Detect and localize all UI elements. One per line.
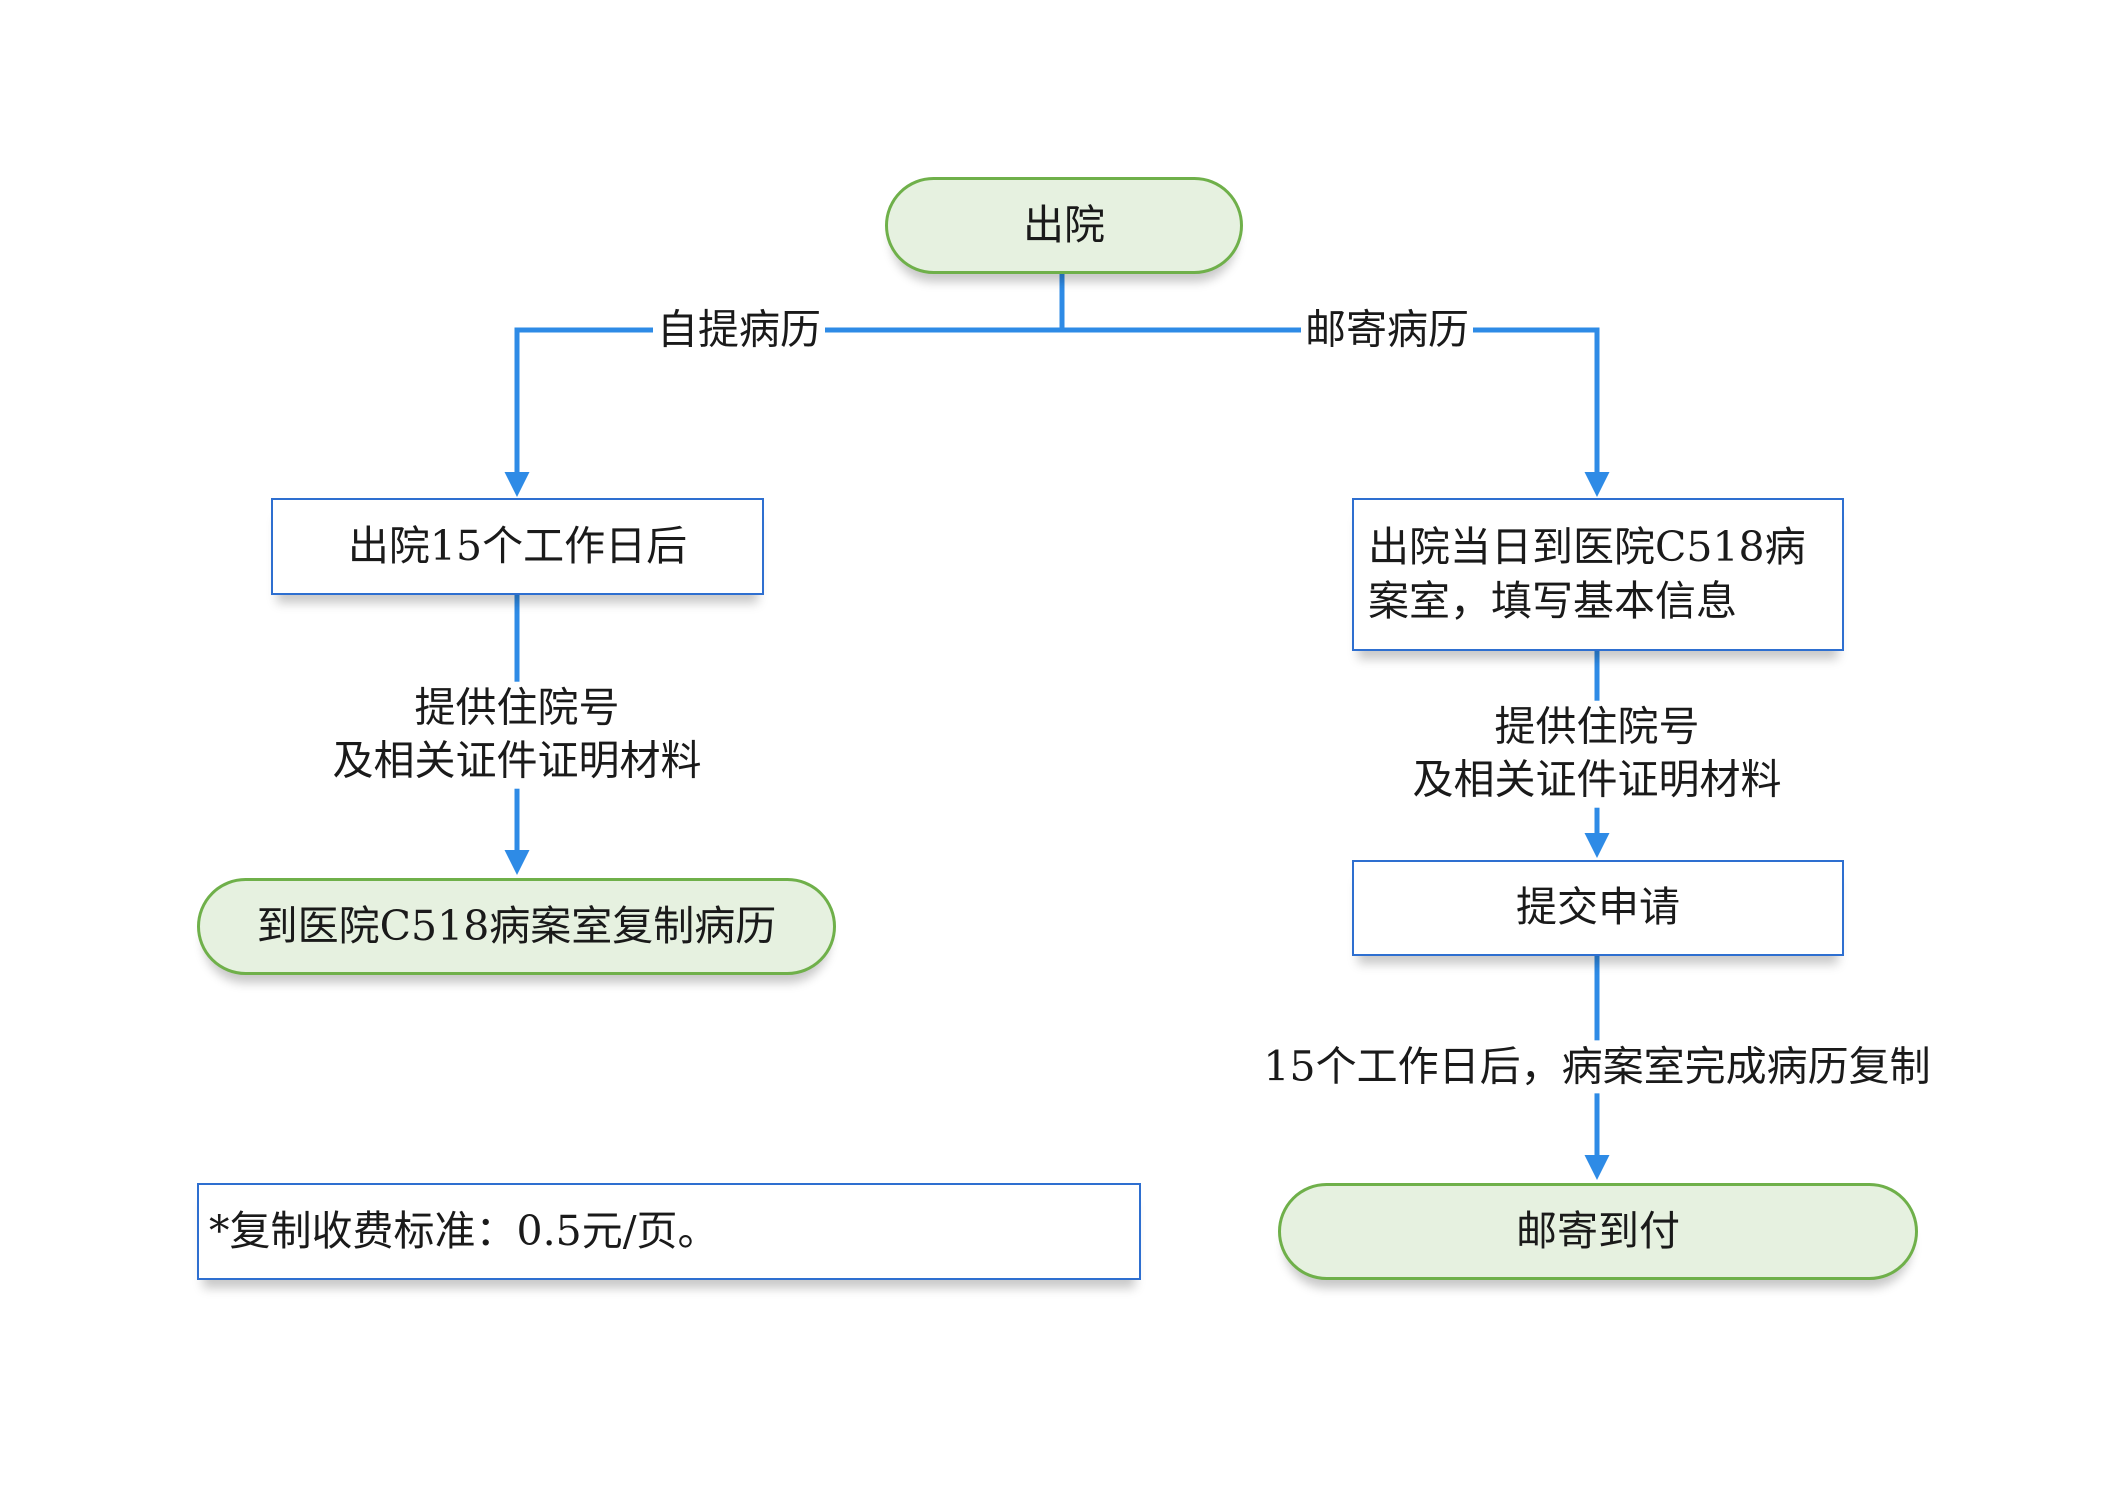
node-go-copy: 到医院C518病案室复制病历: [197, 878, 836, 975]
edge-mail: [1062, 327, 1610, 497]
node-after-15-days: 出院15个工作日后: [271, 498, 764, 595]
edge-label-self-pickup-text: 自提病历: [657, 305, 821, 354]
node-go-copy-label: 到医院C518病案室复制病历: [256, 901, 777, 950]
edge-label-provide-docs-right: 提供住院号 及相关证件证明材料: [1408, 700, 1786, 808]
edge-label-provide-docs-left: 提供住院号 及相关证件证明材料: [328, 681, 706, 789]
edge-label-provide-docs-right-line-1: 提供住院号: [1494, 702, 1700, 751]
fee-note: *复制收费标准：0.5元/页。: [197, 1183, 1141, 1280]
edge-label-provide-docs-right-line-2: 及相关证件证明材料: [1412, 756, 1782, 804]
edge-label-after-15-days-done: 15个工作日后，病案室完成病历复制: [1259, 1040, 1935, 1094]
node-register: 出院当日到医院C518病 案室，填写基本信息: [1352, 498, 1844, 651]
node-after-15-days-label: 出院15个工作日后: [347, 521, 688, 570]
node-submit: 提交申请: [1352, 860, 1844, 956]
node-cod-mail-label: 邮寄到付: [1516, 1206, 1680, 1255]
node-submit-label: 提交申请: [1516, 883, 1680, 932]
node-discharge: 出院: [885, 177, 1243, 274]
edge-self-pickup: [504, 327, 1062, 497]
node-cod-mail: 邮寄到付: [1278, 1183, 1918, 1280]
node-register-label: 出院当日到医院C518病 案室，填写基本信息: [1368, 521, 1806, 628]
node-register-line-1: 出院当日到医院C518病: [1368, 523, 1806, 572]
edge-label-after-15-days-done-text: 15个工作日后，病案室完成病历复制: [1263, 1042, 1931, 1091]
fee-note-text: *复制收费标准：0.5元/页。: [209, 1206, 719, 1255]
edge-label-provide-docs-left-line-1: 提供住院号: [414, 683, 620, 732]
edge-label-mail: 邮寄病历: [1301, 303, 1473, 357]
edge-label-provide-docs-left-line-2: 及相关证件证明材料: [332, 737, 702, 785]
edge-label-mail-text: 邮寄病历: [1305, 305, 1469, 354]
node-register-line-2: 案室，填写基本信息: [1368, 576, 1737, 625]
node-discharge-label: 出院: [1023, 200, 1105, 249]
edge-label-self-pickup: 自提病历: [653, 303, 825, 357]
